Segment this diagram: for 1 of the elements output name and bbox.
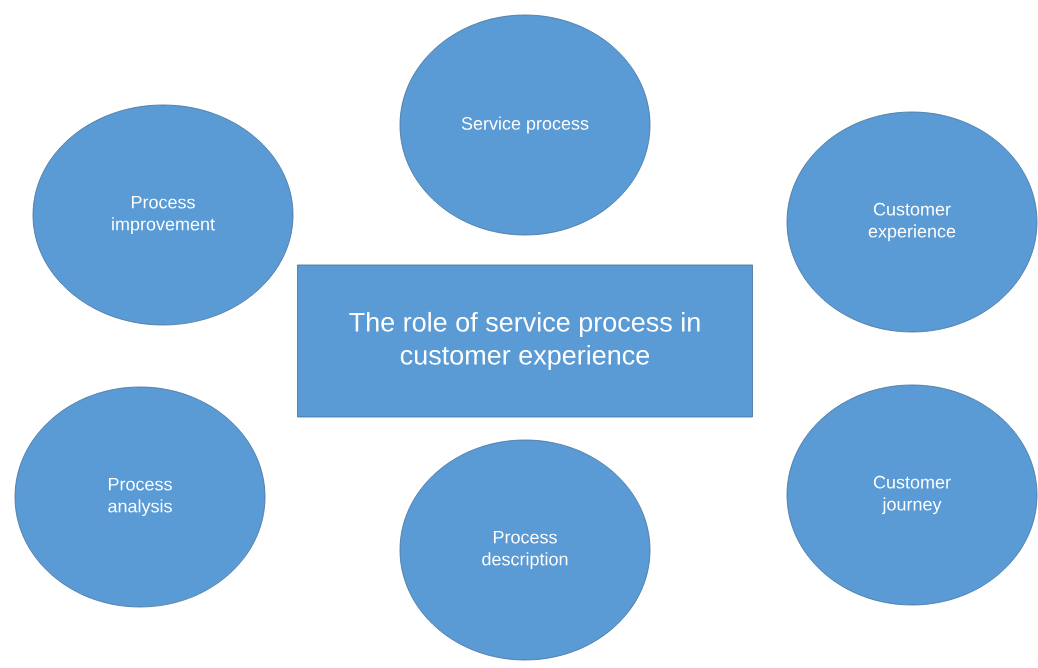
title-box: The role of service process in customer experience (297, 264, 753, 418)
